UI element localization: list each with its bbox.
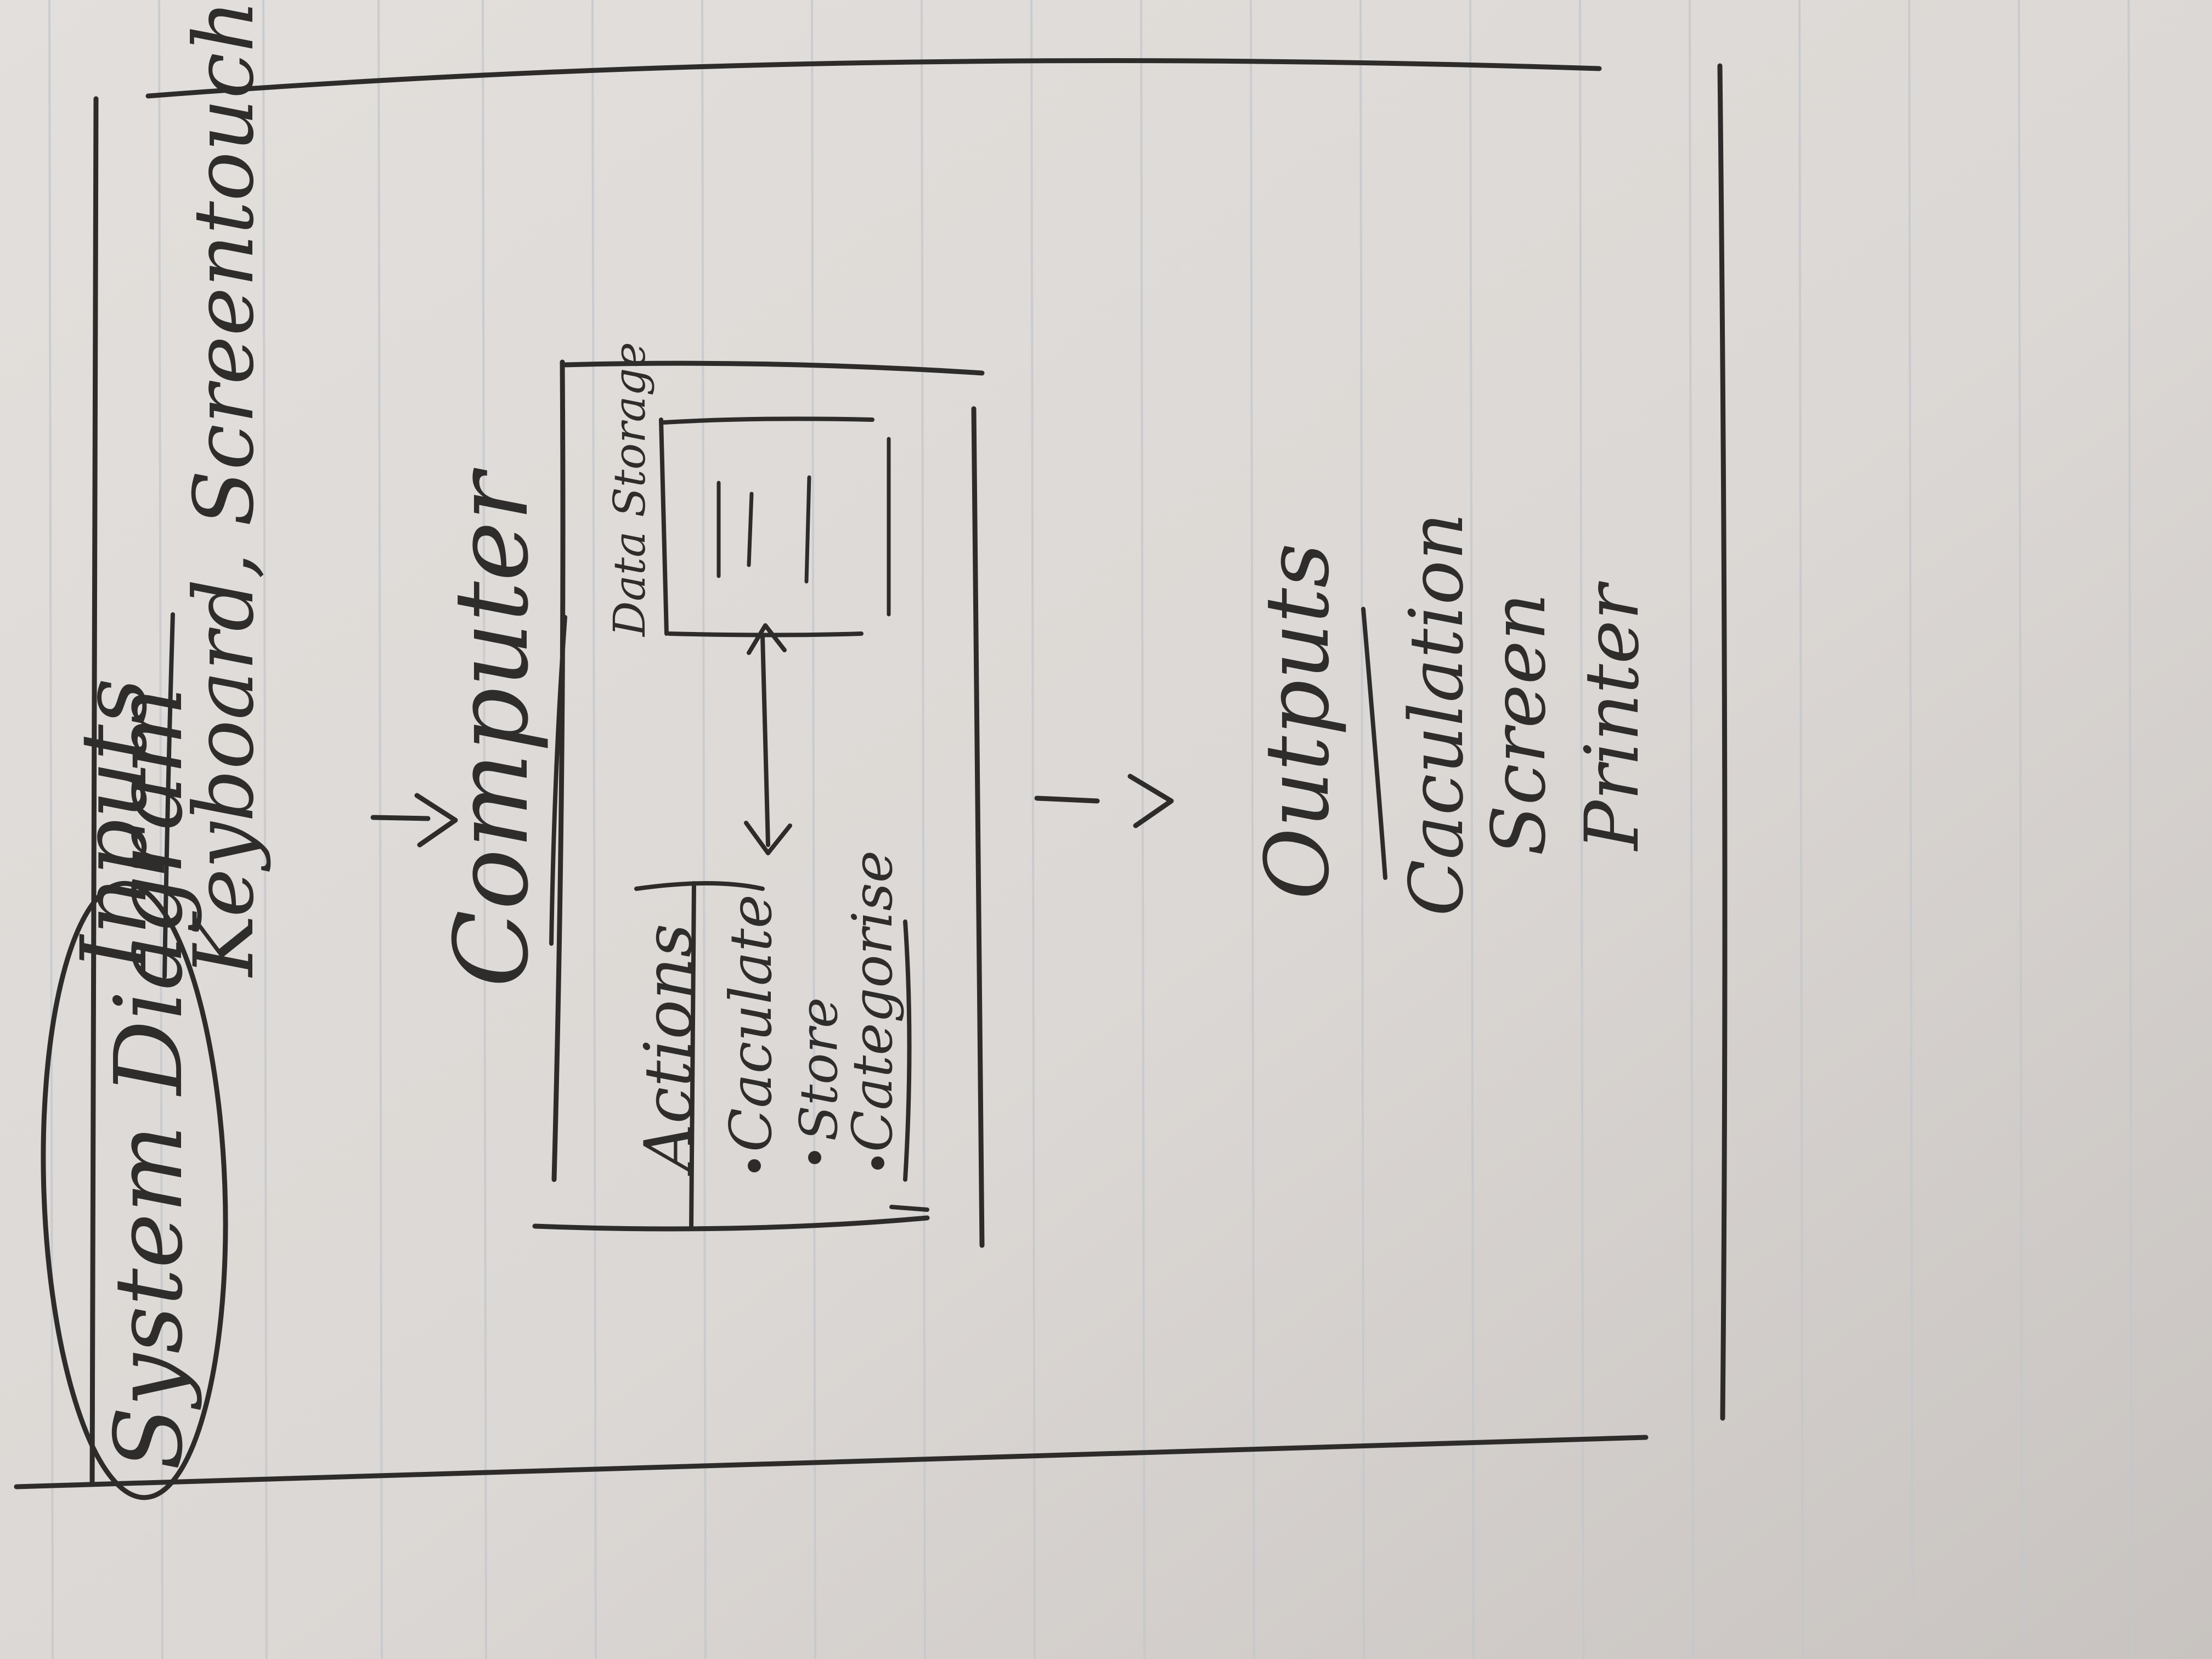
bullet-dot (808, 1151, 821, 1164)
computer-group: Computer (432, 467, 567, 988)
computer-box (532, 359, 985, 1248)
outputs-underline (1361, 607, 1387, 880)
action-item-store: Store (789, 997, 849, 1141)
title-group: System Diagram (41, 686, 228, 1500)
arrow-computer-to-outputs (1034, 774, 1174, 828)
action-item-categorise: Categorise (840, 850, 905, 1152)
bullet-dot (871, 1156, 884, 1170)
datastorage-label: Data Storage (604, 342, 655, 637)
outputs-group: Outputs Caculation Screen Printer (1246, 512, 1655, 916)
page-title: System Diagram (95, 686, 204, 1470)
output-item-screen: Screen (1476, 593, 1562, 856)
output-item-calculation: Caculation (1393, 512, 1480, 916)
inputs-items: Keyboard, Screentouch (177, 0, 272, 978)
inputs-heading: Inputs (61, 678, 167, 973)
ruled-lines (48, 0, 2133, 1659)
page-frame (14, 58, 1728, 1489)
datastorage-box: Data Storage (604, 342, 891, 637)
outputs-heading: Outputs (1246, 543, 1348, 900)
computer-heading: Computer (432, 467, 551, 988)
inputs-group: Inputs Keyboard, Screentouch (61, 0, 272, 979)
actions-heading: Actions (631, 923, 707, 1177)
arrow-inputs-to-computer (370, 793, 458, 848)
bullet-dot (748, 1159, 761, 1172)
output-item-printer: Printer (1569, 580, 1655, 852)
inputs-underline (162, 612, 175, 979)
title-circle (41, 881, 228, 1500)
action-item-calculate: Caculate (718, 894, 785, 1152)
actions-box: Actions Caculate Store Categorise (631, 850, 929, 1231)
arrow-actions-datastorage (744, 623, 792, 855)
